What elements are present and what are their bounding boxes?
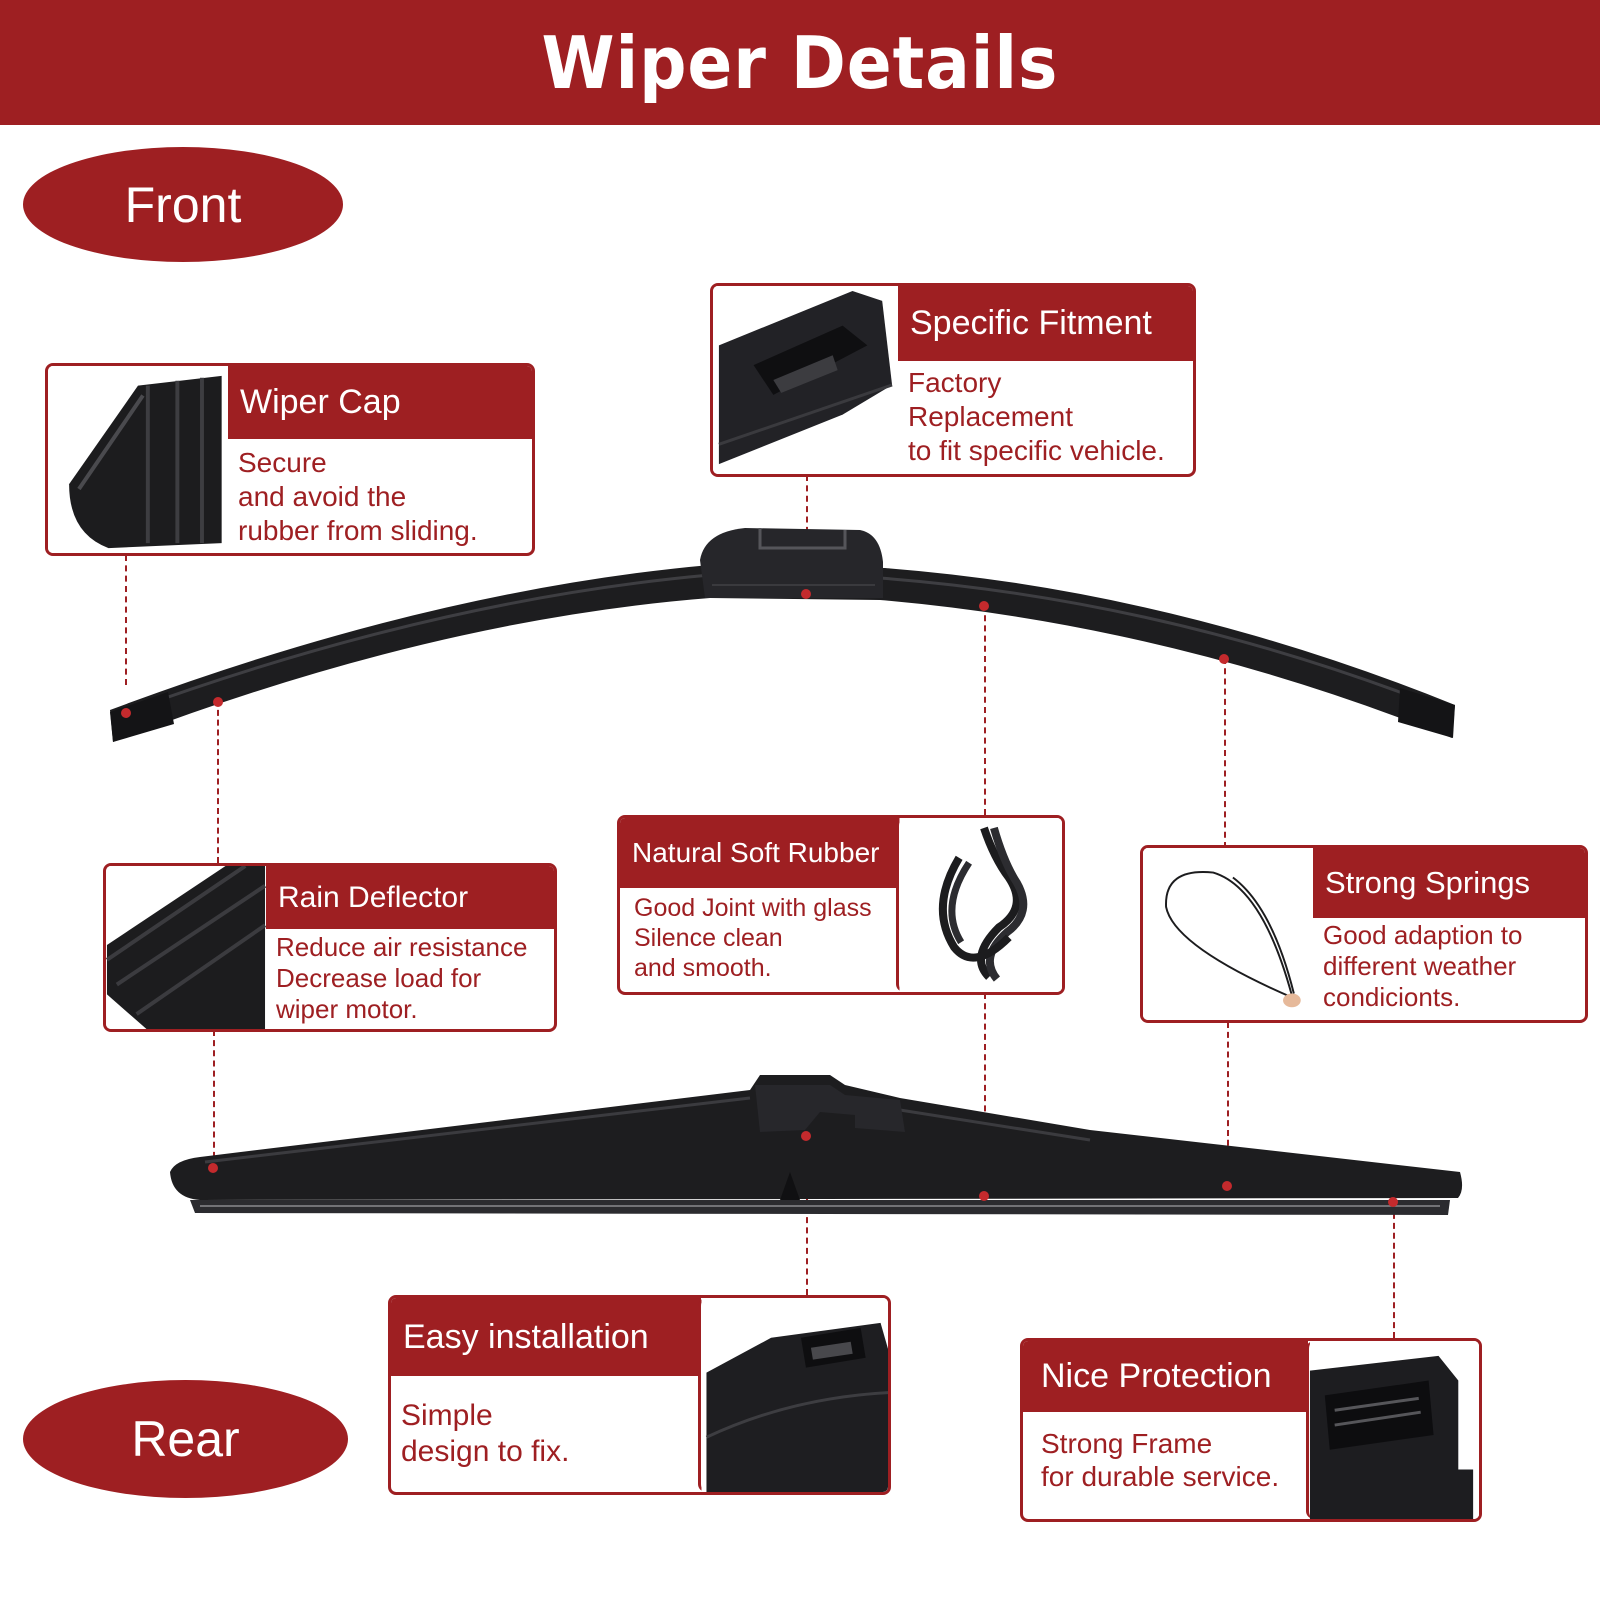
marker-rain-deflector-front — [213, 697, 223, 707]
card-strong-springs-line-1: Good adaption to — [1323, 920, 1523, 950]
card-nice-protection: Nice Protection Strong Frame for durable… — [1020, 1338, 1482, 1522]
marker-springs-rear — [1222, 1181, 1232, 1191]
card-strong-springs-text: Good adaption to different weather condi… — [1313, 920, 1523, 1013]
card-specific-fitment-title: Specific Fitment — [898, 286, 1193, 361]
marker-springs-front — [1219, 654, 1229, 664]
card-wiper-cap: Wiper Cap Secure and avoid the rubber fr… — [45, 363, 535, 556]
card-specific-fitment-text: Factory Replacement to fit specific vehi… — [898, 366, 1165, 468]
callout-line-easy-installation — [806, 1135, 808, 1295]
callout-line-rain-deflector-top — [217, 700, 219, 863]
callout-line-soft-rubber-bottom — [984, 993, 986, 1193]
card-rain-deflector: Rain Deflector Reduce air resistance Dec… — [103, 863, 557, 1032]
card-wiper-cap-title: Wiper Cap — [228, 366, 532, 439]
card-specific-fitment-line-3: to fit specific vehicle. — [908, 435, 1165, 466]
marker-easy-installation — [801, 1131, 811, 1141]
card-soft-rubber-text: Good Joint with glass Silence clean and … — [620, 893, 872, 983]
marker-soft-rubber-front — [979, 601, 989, 611]
card-nice-protection-line-1: Strong Frame — [1041, 1428, 1213, 1459]
front-wiper-blade — [110, 528, 1455, 742]
card-easy-installation-text: Simple design to fix. — [391, 1398, 569, 1470]
header-banner: Wiper Details — [0, 0, 1600, 125]
rear-wiper-blade — [170, 1075, 1463, 1215]
card-rain-deflector-line-1: Reduce air resistance — [276, 932, 528, 962]
page-title: Wiper Details — [541, 20, 1059, 105]
card-easy-installation: Easy installation Simple design to fix. — [388, 1295, 891, 1495]
card-wiper-cap-text: Secure and avoid the rubber from sliding… — [228, 446, 478, 548]
rear-label: Rear — [131, 1411, 240, 1467]
card-specific-fitment-line-2: Replacement — [908, 401, 1073, 432]
card-easy-installation-line-2: design to fix. — [401, 1435, 570, 1468]
frame-closeup-icon — [1306, 1341, 1479, 1519]
card-soft-rubber-title: Natural Soft Rubber — [620, 818, 900, 888]
marker-wiper-cap — [121, 708, 131, 718]
marker-rain-deflector-rear — [208, 1163, 218, 1173]
card-easy-installation-title: Easy installation — [391, 1298, 701, 1376]
card-rain-deflector-title: Rain Deflector — [266, 866, 554, 929]
card-strong-springs-line-2: different weather — [1323, 951, 1517, 981]
adapter-closeup-icon — [713, 286, 898, 474]
card-nice-protection-text: Strong Frame for durable service. — [1023, 1427, 1279, 1493]
front-section-label: Front — [23, 147, 343, 262]
card-easy-installation-line-1: Simple — [401, 1399, 493, 1432]
wiper-cap-closeup-icon — [48, 366, 228, 553]
card-soft-rubber-line-3: and smooth. — [634, 954, 772, 982]
card-nice-protection-title: Nice Protection — [1023, 1341, 1308, 1412]
card-rain-deflector-text: Reduce air resistance Decrease load for … — [266, 932, 527, 1025]
card-strong-springs-line-3: condicionts. — [1323, 982, 1461, 1012]
card-soft-rubber-line-1: Good Joint with glass — [634, 894, 872, 922]
marker-nice-protection — [1388, 1197, 1398, 1207]
callout-line-springs-bottom — [1227, 1022, 1229, 1185]
callout-line-nice-protection — [1393, 1203, 1395, 1338]
front-label: Front — [124, 176, 242, 233]
callout-line-rain-deflector-bottom — [213, 1030, 215, 1168]
card-rain-deflector-line-3: wiper motor. — [276, 994, 418, 1024]
card-specific-fitment-line-1: Factory — [908, 367, 1002, 398]
callout-line-wiper-cap — [125, 555, 127, 685]
card-wiper-cap-line-2: and avoid the — [238, 481, 407, 512]
card-wiper-cap-line-3: rubber from sliding. — [238, 515, 478, 546]
card-soft-rubber: Natural Soft Rubber Good Joint with glas… — [617, 815, 1065, 995]
rubber-strip-icon — [896, 818, 1062, 992]
card-rain-deflector-line-2: Decrease load for — [276, 963, 482, 993]
card-wiper-cap-line-1: Secure — [238, 447, 327, 478]
card-soft-rubber-line-2: Silence clean — [634, 924, 783, 952]
marker-soft-rubber-rear — [979, 1191, 989, 1201]
card-specific-fitment: Specific Fitment Factory Replacement to … — [710, 283, 1196, 477]
card-strong-springs: Strong Springs Good adaption to differen… — [1140, 845, 1588, 1023]
spring-steel-icon — [1143, 848, 1313, 1020]
card-nice-protection-line-2: for durable service. — [1041, 1461, 1280, 1492]
callout-line-springs-top — [1224, 658, 1226, 848]
rear-section-label: Rear — [23, 1380, 348, 1498]
rear-mount-closeup-icon — [698, 1298, 888, 1492]
marker-specific-fitment — [801, 589, 811, 599]
callout-line-soft-rubber-top — [984, 605, 986, 815]
card-strong-springs-title: Strong Springs — [1313, 848, 1585, 918]
deflector-closeup-icon — [106, 866, 266, 1029]
